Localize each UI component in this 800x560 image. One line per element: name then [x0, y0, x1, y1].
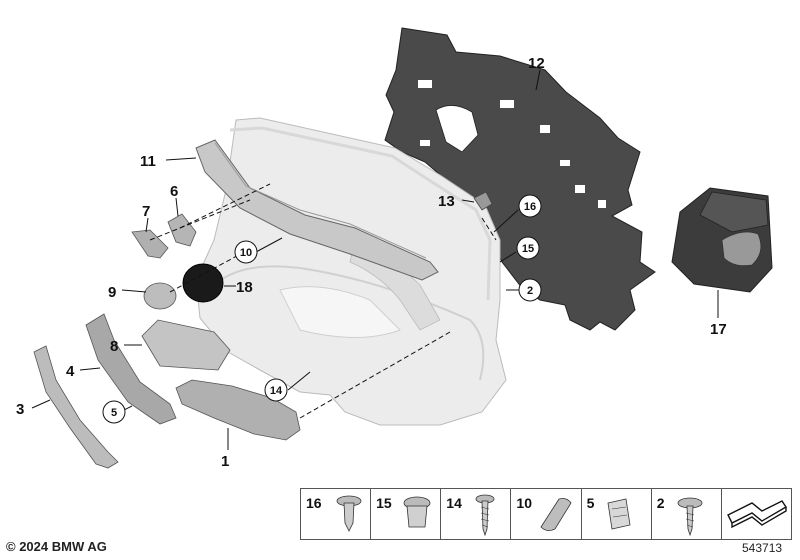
- part-7-bracket: [131, 229, 169, 259]
- part-3-pull-handle: [33, 345, 119, 469]
- assembly-lines: [149, 183, 497, 419]
- legend-cell-15: 15: [371, 489, 442, 539]
- callout-7: 7: [142, 203, 150, 220]
- legend-label-10: 10: [516, 495, 532, 511]
- screw-icon: [475, 494, 495, 537]
- part-12-insulation: [384, 27, 656, 331]
- legend-cell-5: 5: [582, 489, 652, 539]
- part-13: [473, 191, 493, 211]
- legend-label-2: 2: [656, 495, 665, 511]
- expanding-rivet-icon: [336, 495, 362, 532]
- callout-15: 15: [522, 243, 534, 255]
- legend-cell-16: 16: [301, 489, 372, 539]
- legend-label-5: 5: [586, 495, 595, 511]
- part-18-speaker: [182, 263, 224, 303]
- legend-cell-2: 2: [652, 489, 722, 539]
- callout-9: 9: [108, 284, 116, 301]
- fastener-legend: 16 15 14 10 5 2: [300, 488, 792, 540]
- callout-17: 17: [710, 321, 727, 338]
- clamp-icon: [607, 498, 631, 530]
- part-11-trim-strip: [195, 139, 439, 281]
- expanding-nut-icon: [403, 496, 431, 528]
- callout-18: 18: [236, 279, 253, 296]
- part-8-bezel: [141, 319, 231, 371]
- legend-label-16: 16: [306, 495, 322, 511]
- part-1-armrest: [175, 379, 301, 441]
- copyright-text: © 2024 BMW AG: [6, 539, 107, 554]
- callout-6: 6: [170, 183, 178, 200]
- callout-4: 4: [66, 363, 75, 380]
- callout-2: 2: [527, 285, 533, 297]
- sheet-metal-symbol-icon: [726, 500, 787, 529]
- callout-5: 5: [111, 407, 117, 419]
- callout-14: 14: [270, 385, 283, 397]
- part-4-bracket: [85, 313, 177, 425]
- callout-13: 13: [438, 193, 455, 210]
- callout-8: 8: [110, 338, 118, 355]
- part-6-bracket: [167, 213, 197, 247]
- part-9-tweeter-cover: [143, 282, 177, 310]
- legend-cell-10: 10: [511, 489, 582, 539]
- callout-3: 3: [16, 401, 24, 418]
- diagram-number: 543713: [742, 541, 783, 555]
- legend-label-14: 14: [446, 495, 462, 511]
- callout-leaders: [31, 69, 719, 450]
- door-trim-panel: [195, 117, 507, 426]
- legend-cell-symbol: [722, 489, 791, 539]
- clip-icon: [540, 498, 572, 531]
- callout-1: 1: [221, 453, 229, 470]
- callout-10: 10: [240, 247, 252, 259]
- callouts: 1 2 3 4 5 6 7 8 9 10 11 12 13 14 15 16 1…: [16, 55, 727, 470]
- callout-16: 16: [524, 201, 536, 213]
- callout-11: 11: [140, 153, 156, 170]
- legend-label-15: 15: [376, 495, 392, 511]
- callout-12: 12: [528, 55, 545, 72]
- screw-with-washer-icon: [677, 497, 703, 537]
- part-17-module: [671, 187, 773, 293]
- legend-cell-14: 14: [441, 489, 512, 539]
